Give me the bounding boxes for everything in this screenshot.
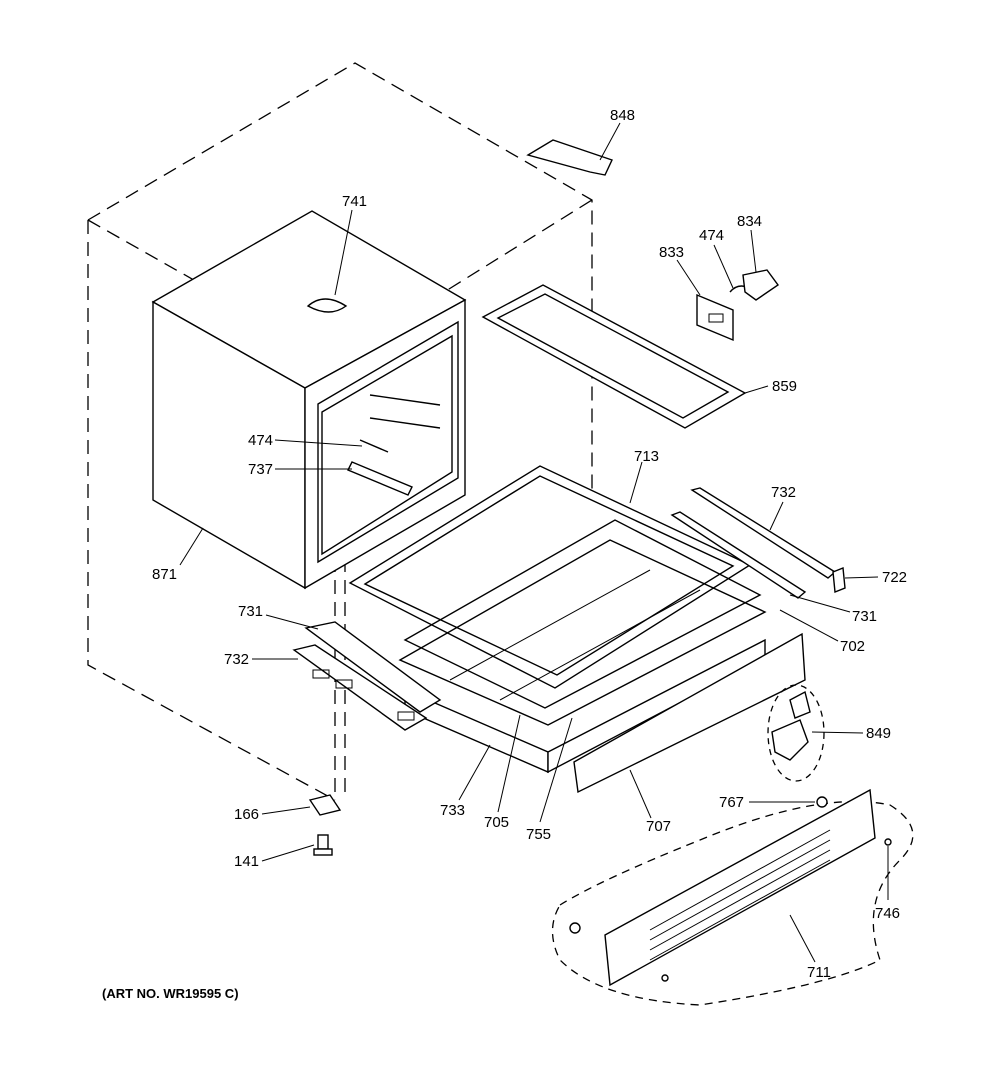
leader-lines bbox=[179, 122, 889, 963]
control-board-833 bbox=[696, 293, 734, 342]
stop-722 bbox=[832, 567, 846, 593]
cabinet-liner-871 bbox=[151, 210, 467, 590]
label-871: 871 bbox=[152, 566, 177, 583]
rails-right bbox=[670, 487, 846, 599]
label-746: 746 bbox=[875, 905, 900, 922]
hinge-assembly-849 bbox=[767, 684, 825, 782]
vent-cap-741 bbox=[306, 298, 348, 313]
drawer-frame-705 bbox=[398, 519, 767, 726]
label-713: 713 bbox=[634, 448, 659, 465]
control-parts bbox=[696, 269, 779, 342]
label-711: 711 bbox=[807, 964, 831, 981]
art-number: (ART NO. WR19595 C) bbox=[102, 986, 239, 1001]
label-741: 741 bbox=[342, 193, 367, 210]
rails-left bbox=[292, 621, 442, 731]
kickplate-vents bbox=[649, 829, 831, 961]
switch-834 bbox=[742, 269, 779, 301]
label-833: 833 bbox=[659, 244, 684, 261]
label-755: 755 bbox=[526, 826, 551, 843]
label-732-right: 732 bbox=[771, 484, 796, 501]
label-474-top: 474 bbox=[699, 227, 724, 244]
label-733: 733 bbox=[440, 802, 465, 819]
label-722: 722 bbox=[882, 569, 907, 586]
kickplate-711 bbox=[551, 788, 914, 1006]
label-141: 141 bbox=[234, 853, 259, 870]
leveler-141 bbox=[313, 834, 333, 856]
label-849: 849 bbox=[866, 725, 891, 742]
label-702: 702 bbox=[840, 638, 865, 655]
part-labels: 848 741 833 474 834 859 474 737 713 732 … bbox=[102, 107, 907, 1001]
screw-left bbox=[569, 922, 581, 934]
label-834: 834 bbox=[737, 213, 762, 230]
drawer-body-733 bbox=[404, 638, 766, 774]
label-848: 848 bbox=[610, 107, 635, 124]
leveler-bracket-166 bbox=[308, 794, 342, 816]
label-737: 737 bbox=[248, 461, 273, 478]
label-767: 767 bbox=[719, 794, 744, 811]
label-731-right: 731 bbox=[852, 608, 877, 625]
screw-767 bbox=[816, 796, 828, 808]
screw-bottom bbox=[661, 974, 669, 982]
label-859: 859 bbox=[772, 378, 797, 395]
screw-746 bbox=[884, 838, 892, 846]
label-731-left: 731 bbox=[238, 603, 263, 620]
label-732-left: 732 bbox=[224, 651, 249, 668]
front-panel-707 bbox=[573, 632, 806, 794]
label-166: 166 bbox=[234, 806, 259, 823]
label-474-left: 474 bbox=[248, 432, 273, 449]
label-705: 705 bbox=[484, 814, 509, 831]
hinge-848 bbox=[526, 139, 613, 176]
light-737 bbox=[347, 461, 413, 496]
label-707: 707 bbox=[646, 818, 671, 835]
